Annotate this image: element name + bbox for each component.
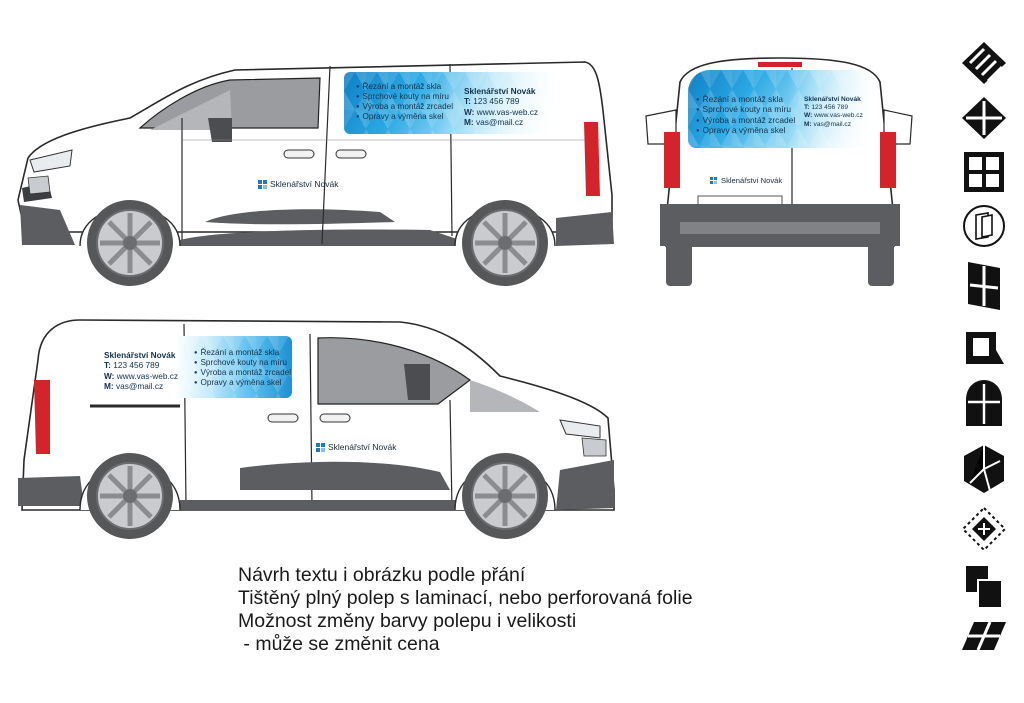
service-item: Výroba a montáž zrcadel [356,102,453,112]
window-grid-icon [964,152,1004,192]
web-label: W: [804,112,813,120]
brand-logo: Sklenářství Novák [258,179,339,189]
wheel [87,200,173,286]
phone-label: T: [464,96,471,107]
brand-name: Sklenářství Novák [721,176,783,185]
phone-label: T: [104,360,111,371]
brand-name: Sklenářství Novák [270,179,339,189]
web-label: W: [104,370,115,381]
service-item: Opravy a výměna skel [356,112,453,122]
web-value: www.vas-web.cz [814,112,863,120]
wheel [462,453,548,539]
mail-label: M: [464,117,474,128]
diamond-grid-icon [962,97,1006,139]
service-item: Řezání a montáž skla [356,82,453,92]
phone-value: 123 456 789 [113,360,160,371]
service-item: Opravy a výměna skel [194,378,291,388]
van-side-view-left: Řezání a montáž skla Sprchové kouty na m… [0,0,640,300]
van-rear-view: Řezání a montáž skla Sprchové kouty na m… [640,40,920,290]
rear-contact-block: Sklenářství Novák T: 123 456 789 W: www.… [804,96,863,129]
brand-mark-icon [316,442,325,452]
mail-value: vas@mail.cz [476,117,524,128]
services-list: Řezání a montáž skla Sprchové kouty na m… [194,348,291,388]
brand-mark-icon [710,176,718,185]
arched-window-icon [966,380,1002,426]
caption-line: Tištěný plný polep s laminací, nebo perf… [238,587,693,609]
hexagon-crack-icon [964,445,1004,493]
company-name: Sklenářství Novák [804,96,861,103]
rear-services-list: Řezání a montáž skla Sprchové kouty na m… [696,94,796,135]
brand-mark-icon [258,179,267,189]
brand-name: Sklenářství Novák [328,442,397,452]
service-item: Opravy a výměna skel [696,125,795,135]
caption-line: - může se změnit cena [238,633,440,655]
service-item: Sprchové kouty na míru [356,92,453,102]
service-item: Sprchové kouty na míru [696,104,795,114]
phone-label: T: [804,104,810,112]
phone-value: 123 456 789 [473,96,520,107]
service-item: Řezání a montáž skla [194,348,291,358]
diamond-stripes-icon [962,42,1006,84]
rear-brand-logo: Sklenářství Novák [710,176,782,185]
service-item: Výroba a montáž zrcadel [696,115,796,125]
angled-window-icon [968,262,1000,310]
phone-value: 123 456 789 [811,104,849,112]
services-list: Řezání a montáž skla Sprchové kouty na m… [356,82,453,122]
contact-block: Sklenářství Novák T: 123 456 789 W: www.… [104,350,178,391]
caption-text: Návrh textu i obrázku podle přání Tištěn… [238,564,693,656]
brand-logo: Sklenářství Novák [316,442,397,452]
caption-line: Možnost změny barvy polepu i velikosti [238,610,577,632]
company-name: Sklenářství Novák [464,86,536,96]
van-right-body-drawing [18,319,615,539]
staggered-squares-icon [966,566,1003,609]
web-value: www.vas-web.cz [476,106,539,117]
mail-value: vas@mail.cz [813,120,852,128]
wheel [462,200,548,286]
service-item: Sprchové kouty na míru [194,358,291,368]
web-label: W: [464,106,475,117]
mail-label: M: [104,381,114,392]
mail-label: M: [804,120,812,128]
wheel [87,453,173,539]
dotted-diamond-icon [961,506,1007,552]
mail-value: vas@mail.cz [116,381,164,392]
square-q-icon [966,332,1004,364]
slanted-grid-icon [962,621,1006,651]
service-item: Výroba a montáž zrcadel [194,368,291,378]
web-value: www.vas-web.cz [116,370,179,381]
contact-block: Sklenářství Novák T: 123 456 789 W: www.… [464,86,538,127]
caption-line: Návrh textu i obrázku podle přání [238,564,526,586]
glass-panes-circle-icon [963,205,1005,247]
company-name: Sklenářství Novák [104,350,176,360]
van-side-view-right: Sklenářství Novák T: 123 456 789 W: www.… [0,300,640,560]
service-item: Řezání a montáž skla [696,94,795,104]
